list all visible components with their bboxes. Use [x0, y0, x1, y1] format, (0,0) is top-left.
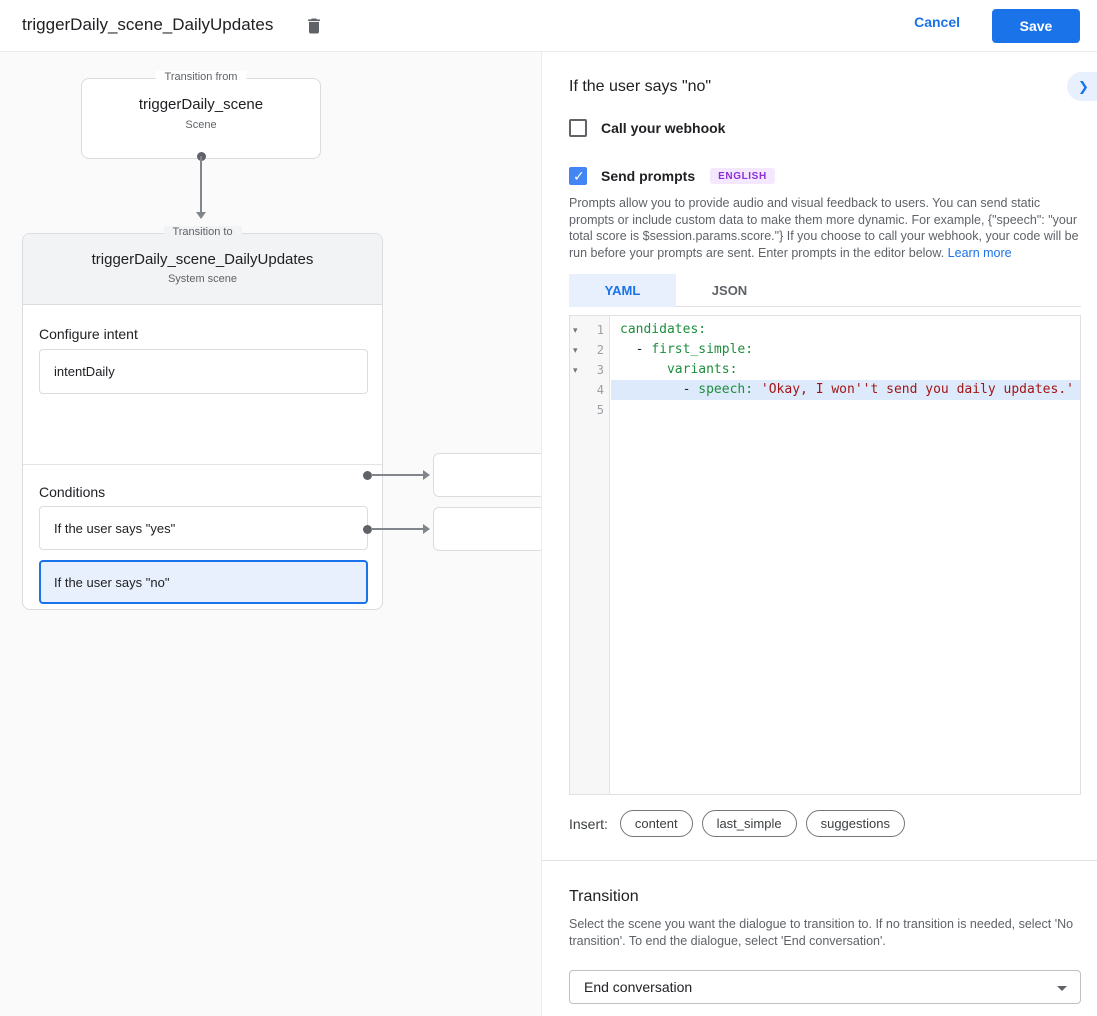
- call-webhook-checkbox[interactable]: [569, 119, 587, 137]
- transition-to-legend: Transition to: [163, 226, 242, 238]
- line-number: 5: [596, 403, 604, 417]
- code-text: variants:: [666, 362, 738, 377]
- connector-line: [371, 474, 423, 476]
- intent-field[interactable]: intentDaily: [39, 349, 368, 394]
- from-scene-type: Scene: [185, 119, 217, 131]
- tab-json[interactable]: JSON: [676, 274, 783, 307]
- insert-chips: content last_simple suggestions: [619, 810, 914, 837]
- send-prompts-checkbox[interactable]: [569, 167, 587, 185]
- condition-target-node[interactable]: [433, 453, 541, 497]
- condition-target-node[interactable]: [433, 507, 541, 551]
- chevron-right-icon: ❯: [1078, 78, 1089, 94]
- connector-line: [200, 156, 202, 212]
- arrow-down-icon: [196, 212, 206, 219]
- code-line-4[interactable]: 4 - speech: 'Okay, I won''t send you dai…: [570, 380, 1080, 400]
- transition-select-value: End conversation: [584, 979, 693, 995]
- language-badge: ENGLISH: [710, 168, 775, 184]
- panel-title: If the user says "no": [569, 78, 712, 95]
- collapse-panel-button[interactable]: ❯: [1067, 72, 1097, 101]
- top-bar: triggerDaily_scene_DailyUpdates Cancel S…: [0, 0, 1097, 52]
- code-line-1[interactable]: ▾1 candidates:: [570, 320, 1080, 340]
- arrow-right-icon: [423, 524, 430, 534]
- panel-divider: [542, 860, 1097, 861]
- send-prompts-row[interactable]: Send prompts ENGLISH: [569, 167, 775, 185]
- condition-item-no[interactable]: If the user says "no": [39, 560, 368, 604]
- insert-label: Insert:: [569, 815, 608, 832]
- line-number: ▾1: [570, 320, 611, 340]
- trash-icon: [308, 18, 320, 33]
- scene-flow-canvas: Transition from triggerDaily_scene Scene…: [0, 52, 541, 1016]
- condition-editor-panel: If the user says "no" ❯ Call your webhoo…: [541, 52, 1097, 1016]
- connector-dot: [363, 471, 372, 480]
- call-webhook-row[interactable]: Call your webhook: [569, 119, 725, 137]
- from-scene-title: triggerDaily_scene: [138, 96, 264, 113]
- fold-arrow-icon[interactable]: ▾: [573, 345, 578, 355]
- prompts-description: Prompts allow you to provide audio and v…: [569, 195, 1082, 261]
- learn-more-link[interactable]: Learn more: [947, 245, 1012, 260]
- save-button[interactable]: Save: [992, 9, 1080, 43]
- arrow-right-icon: [423, 470, 430, 480]
- transition-select[interactable]: End conversation: [569, 970, 1081, 1004]
- to-scene-type: System scene: [167, 273, 238, 285]
- fold-arrow-icon[interactable]: ▾: [573, 365, 578, 375]
- line-number: ▾2: [570, 340, 611, 360]
- insert-chip-suggestions[interactable]: suggestions: [805, 810, 905, 837]
- code-text: [611, 400, 1080, 420]
- code-text: - first_simple:: [620, 342, 754, 357]
- transition-from-node[interactable]: Transition from triggerDaily_scene Scene: [81, 71, 321, 159]
- transition-heading: Transition: [569, 888, 639, 905]
- insert-chip-last_simple[interactable]: last_simple: [701, 810, 797, 837]
- code-text: candidates:: [620, 322, 707, 337]
- editor-format-tabs: YAML JSON: [569, 274, 1081, 307]
- page-title: triggerDaily_scene_DailyUpdates: [22, 15, 274, 34]
- code-line-3[interactable]: ▾3 variants:: [570, 360, 1080, 380]
- line-number: ▾3: [570, 360, 611, 380]
- conditions-heading: Conditions: [39, 484, 106, 500]
- configure-intent-heading: Configure intent: [39, 326, 138, 342]
- code-line-2[interactable]: ▾2 - first_simple:: [570, 340, 1080, 360]
- dropdown-caret-icon: [1057, 986, 1067, 991]
- send-prompts-label: Send prompts: [601, 168, 696, 184]
- code-line-5[interactable]: 5: [570, 400, 1080, 420]
- condition-item-yes[interactable]: If the user says "yes": [39, 506, 368, 550]
- editor-gutter: [570, 316, 610, 794]
- connector-line: [371, 528, 423, 530]
- call-webhook-label: Call your webhook: [601, 120, 726, 136]
- cancel-button[interactable]: Cancel: [914, 14, 960, 30]
- prompts-description-text: Prompts allow you to provide audio and v…: [569, 196, 1079, 260]
- fold-arrow-icon[interactable]: ▾: [573, 325, 578, 335]
- code-text: - speech: 'Okay, I won''t send you daily…: [611, 380, 1080, 400]
- connector-dot: [363, 525, 372, 534]
- to-scene-title: triggerDaily_scene_DailyUpdates: [91, 251, 314, 268]
- line-number: 4: [596, 383, 604, 397]
- transition-description: Select the scene you want the dialogue t…: [569, 917, 1074, 948]
- to-node-header[interactable]: Transition to triggerDaily_scene_DailyUp…: [23, 226, 382, 305]
- delete-scene-button[interactable]: [301, 14, 327, 40]
- insert-row: Insert: content last_simple suggestions: [569, 810, 914, 837]
- transition-to-node: Transition to triggerDaily_scene_DailyUp…: [22, 226, 383, 610]
- insert-chip-content[interactable]: content: [619, 810, 693, 837]
- transition-from-legend: Transition from: [155, 71, 247, 83]
- tab-yaml[interactable]: YAML: [569, 274, 676, 307]
- node-section-divider: [23, 464, 382, 465]
